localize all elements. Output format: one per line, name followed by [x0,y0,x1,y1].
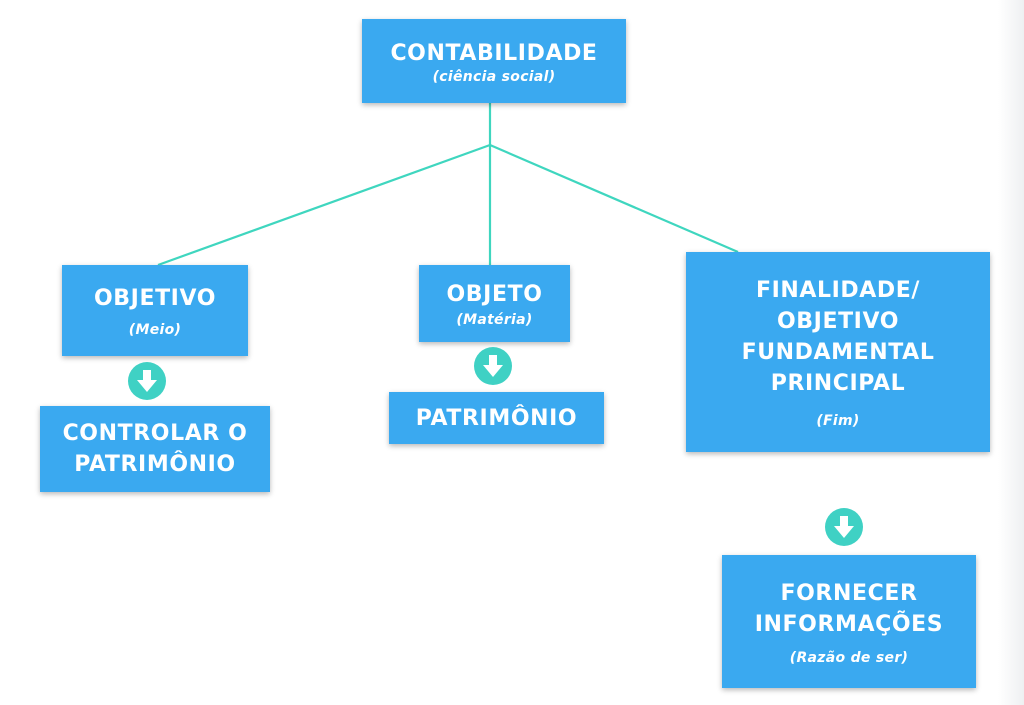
node-finalidade: FINALIDADE/ OBJETIVO FUNDAMENTAL PRINCIP… [686,252,990,452]
node-objetivo-title: OBJETIVO [93,286,217,311]
node-finalidade-line-3: FUNDAMENTAL [741,340,935,365]
arrow-down-icon [128,362,166,400]
connector-branch-objetivo [157,143,491,267]
node-controlar-line-2: PATRIMÔNIO [74,452,236,477]
root-title: CONTABILIDADE [390,40,598,66]
node-patrimonio: PATRIMÔNIO [389,392,604,444]
connector-branch-finalidade [489,143,739,254]
node-fornecer-subtitle: (Razão de ser) [789,649,909,666]
root-subtitle: (ciência social) [432,68,556,85]
node-objetivo: OBJETIVO (Meio) [62,265,248,356]
node-finalidade-line-4: PRINCIPAL [770,371,906,396]
arrow-down-icon [825,508,863,546]
node-controlar-line-1: CONTROLAR O [62,421,248,446]
node-finalidade-subtitle: (Fim) [816,413,860,429]
node-controlar-o-patrimonio: CONTROLAR O PATRIMÔNIO [40,406,270,492]
node-finalidade-line-1: FINALIDADE/ [755,278,921,303]
node-fornecer-line-2: INFORMAÇÕES [754,611,944,637]
node-patrimonio-label: PATRIMÔNIO [415,405,578,431]
node-objeto-title: OBJETO [446,282,543,307]
page-edge-shadow [998,0,1024,705]
node-objeto: OBJETO (Matéria) [419,265,570,342]
arrow-down-icon [474,347,512,385]
node-fornecer-informacoes: FORNECER INFORMAÇÕES (Razão de ser) [722,555,976,688]
node-fornecer-line-1: FORNECER [780,580,918,606]
node-objeto-subtitle: (Matéria) [456,312,533,328]
node-objetivo-subtitle: (Meio) [128,322,182,338]
node-finalidade-line-2: OBJETIVO [776,309,900,334]
root-node-contabilidade: CONTABILIDADE (ciência social) [362,19,626,103]
